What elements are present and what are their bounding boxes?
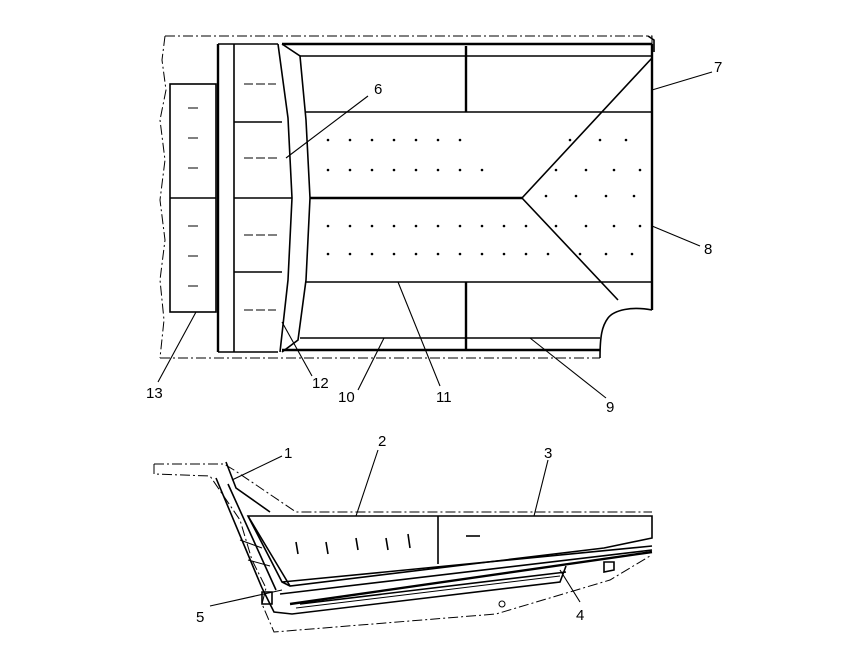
perforation-dot xyxy=(546,252,550,256)
label-1: 1 xyxy=(284,445,292,462)
perforation-dot xyxy=(458,138,462,142)
perforation-dot xyxy=(326,252,330,256)
leader-7 xyxy=(651,71,713,91)
perforation-dot xyxy=(348,224,352,228)
perforation-dot xyxy=(554,224,558,228)
label-5: 5 xyxy=(196,609,204,626)
leader-9 xyxy=(529,337,607,399)
perforation-dot xyxy=(326,138,330,142)
perforation-dot xyxy=(604,194,608,198)
perforation-dot xyxy=(568,138,572,142)
perforation-dot xyxy=(480,168,484,172)
perforation-dot xyxy=(370,224,374,228)
perforation-dot xyxy=(638,224,642,228)
leader-3 xyxy=(533,459,549,517)
perforation-dot xyxy=(598,138,602,142)
perforation-dot xyxy=(348,252,352,256)
leader-2 xyxy=(355,449,379,517)
perforation-dot xyxy=(414,168,418,172)
perforation-dot xyxy=(612,224,616,228)
leader-11 xyxy=(397,281,441,387)
perforation-dot xyxy=(480,252,484,256)
perforation-dot xyxy=(436,252,440,256)
perforation-dot xyxy=(414,252,418,256)
perforation-dot xyxy=(630,252,634,256)
perforation-dot xyxy=(370,252,374,256)
leader-8 xyxy=(651,225,701,247)
perforation-dot xyxy=(524,224,528,228)
perforation-dot xyxy=(392,224,396,228)
perforation-dot xyxy=(632,194,636,198)
leader-4 xyxy=(559,569,581,603)
perforation-dot xyxy=(370,168,374,172)
perforation-dot xyxy=(584,168,588,172)
perforation-dot xyxy=(458,168,462,172)
perforation-dot xyxy=(414,224,418,228)
perforation-dot xyxy=(392,252,396,256)
perforation-dot xyxy=(436,168,440,172)
perforation-dot xyxy=(554,168,558,172)
perforation-dot xyxy=(502,252,506,256)
label-8: 8 xyxy=(704,241,712,258)
leader-1 xyxy=(231,455,283,481)
perforation-dot xyxy=(578,252,582,256)
perforation-dot xyxy=(524,252,528,256)
perforation-dot xyxy=(348,138,352,142)
perforation-dot xyxy=(544,194,548,198)
perforation-dot xyxy=(414,138,418,142)
label-9: 9 xyxy=(606,399,614,416)
perforation-dot xyxy=(574,194,578,198)
label-6: 6 xyxy=(374,81,382,98)
label-2: 2 xyxy=(378,433,386,450)
label-7: 7 xyxy=(714,59,722,76)
perforation-dot xyxy=(458,252,462,256)
label-10: 10 xyxy=(338,389,355,406)
label-4: 4 xyxy=(576,607,584,624)
leader-12 xyxy=(281,321,313,377)
side-view-elevation xyxy=(153,449,653,633)
perforation-dot xyxy=(480,224,484,228)
top-view-plan xyxy=(157,35,713,399)
perforation-dot xyxy=(326,168,330,172)
perforation-dot xyxy=(348,168,352,172)
leader-5 xyxy=(209,589,283,607)
leader-10 xyxy=(357,337,385,391)
leader-6 xyxy=(285,95,369,159)
perforation-dot xyxy=(392,138,396,142)
perforation-dot xyxy=(638,168,642,172)
perforation-dot xyxy=(612,168,616,172)
label-13: 13 xyxy=(146,385,163,402)
label-3: 3 xyxy=(544,445,552,462)
perforation-dot xyxy=(604,252,608,256)
perforation-dot xyxy=(436,138,440,142)
leader-13 xyxy=(157,311,197,383)
perforation-dots xyxy=(326,138,642,256)
perforation-dot xyxy=(370,138,374,142)
perforation-dot xyxy=(392,168,396,172)
perforation-dot xyxy=(458,224,462,228)
label-11: 11 xyxy=(436,389,452,406)
perforation-dot xyxy=(502,224,506,228)
perforation-dot xyxy=(624,138,628,142)
label-12: 12 xyxy=(312,375,329,392)
perforation-dot xyxy=(436,224,440,228)
perforation-dot xyxy=(584,224,588,228)
perforation-dot xyxy=(326,224,330,228)
